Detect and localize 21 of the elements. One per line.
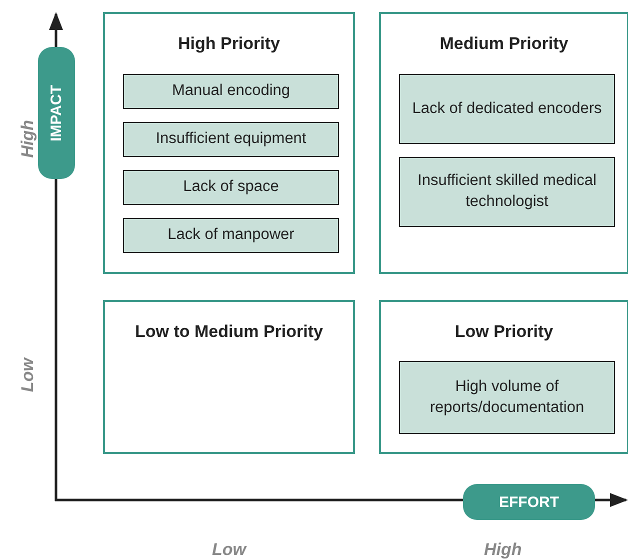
axis-level-label: Low bbox=[18, 358, 38, 392]
quadrant-panel bbox=[103, 300, 355, 454]
item-box: High volume of reports/documentation bbox=[399, 361, 615, 434]
quadrant-panel bbox=[103, 12, 355, 274]
axis-level-label: High bbox=[484, 540, 522, 560]
item-box: Lack of dedicated encoders bbox=[399, 74, 615, 144]
quadrant-heading: Medium Priority bbox=[438, 34, 570, 54]
axis-badge: IMPACT bbox=[38, 47, 75, 179]
quadrant-heading: Low Priority bbox=[454, 322, 554, 342]
axis-badge: EFFORT bbox=[463, 484, 595, 520]
axis-level-label: High bbox=[18, 120, 38, 158]
item-box: Insufficient equipment bbox=[123, 122, 339, 157]
item-box: Lack of manpower bbox=[123, 218, 339, 253]
quadrant-heading: Low to Medium Priority bbox=[134, 322, 324, 342]
quadrant-panel bbox=[379, 12, 628, 274]
item-box: Lack of space bbox=[123, 170, 339, 205]
item-box: Manual encoding bbox=[123, 74, 339, 109]
quadrant-panel bbox=[379, 300, 628, 454]
quadrant-heading: High Priority bbox=[176, 34, 281, 54]
axis-level-label: Low bbox=[212, 540, 246, 560]
item-box: Insufficient skilled medical technologist bbox=[399, 157, 615, 227]
